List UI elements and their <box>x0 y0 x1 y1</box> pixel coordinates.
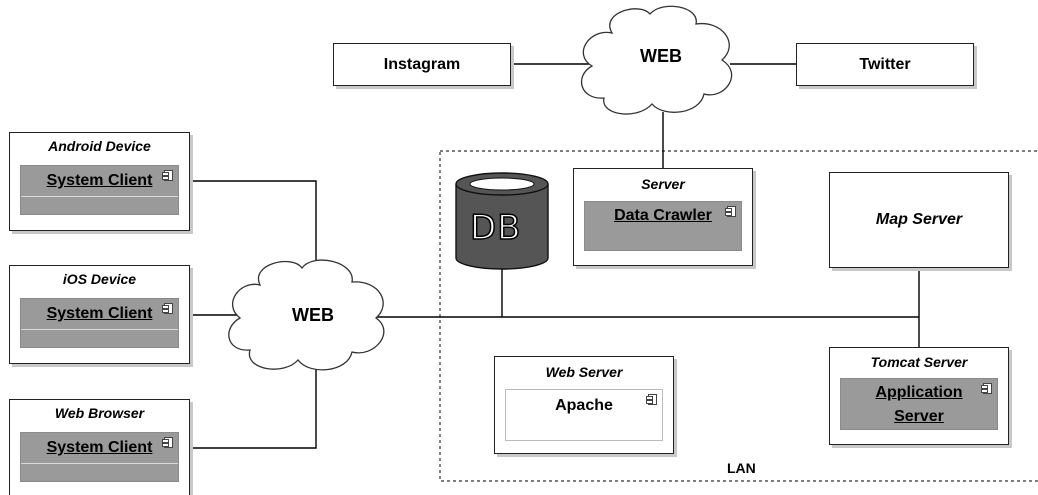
component-icon <box>162 437 173 448</box>
web-cloud-left-label: WEB <box>292 305 334 325</box>
browser-system-client-label: System Client <box>46 439 153 456</box>
data-crawler-label: Data Crawler <box>614 207 712 224</box>
web-server-title: Web Server <box>545 364 623 380</box>
map-server-title: Map Server <box>875 211 963 228</box>
web-server-node: Web Server Apache <box>494 356 674 454</box>
android-device-node: Android Device System Client <box>9 132 190 231</box>
database-label: DB <box>469 207 522 249</box>
web-cloud-top-label: WEB <box>640 46 682 66</box>
cloud-top-shape <box>581 5 733 115</box>
component-divider <box>21 196 178 197</box>
twitter-box: Twitter <box>796 43 974 86</box>
ios-system-client-component: System Client <box>20 298 179 348</box>
lan-label: LAN <box>727 460 756 476</box>
map-server-node: Map Server <box>829 172 1009 268</box>
android-system-client-component: System Client <box>20 165 179 215</box>
apache-component: Apache <box>505 389 663 441</box>
android-device-title: Android Device <box>48 138 151 154</box>
connector-browser-web <box>189 362 317 449</box>
component-icon <box>981 383 992 394</box>
cloud-left-shape <box>228 259 385 371</box>
database-cylinder <box>455 172 549 270</box>
server-title: Server <box>641 176 685 192</box>
connectors <box>189 63 920 449</box>
component-divider <box>21 463 178 464</box>
tomcat-server-title: Tomcat Server <box>870 354 968 370</box>
component-icon <box>162 303 173 314</box>
apache-label: Apache <box>555 397 613 414</box>
web-browser-node: Web Browser System Client <box>9 399 190 495</box>
ios-device-title: iOS Device <box>62 271 137 287</box>
instagram-box: Instagram <box>333 43 511 86</box>
tomcat-server-node: Tomcat Server Application Server <box>829 347 1009 445</box>
server-node: Server Data Crawler <box>573 168 753 266</box>
data-crawler-component: Data Crawler <box>584 201 742 251</box>
application-server-label-line1: Application <box>875 384 963 401</box>
component-divider <box>21 329 178 330</box>
component-icon <box>162 170 173 181</box>
connector-android-web <box>189 180 317 275</box>
application-server-label-line2: Server <box>894 408 944 425</box>
application-server-component: Application Server <box>840 378 998 430</box>
ios-system-client-label: System Client <box>46 305 153 322</box>
component-icon <box>646 394 657 405</box>
browser-system-client-component: System Client <box>20 432 179 482</box>
component-icon <box>725 206 736 217</box>
instagram-label: Instagram <box>383 55 461 73</box>
lan-boundary <box>439 150 1038 482</box>
twitter-label: Twitter <box>859 55 911 73</box>
web-browser-title: Web Browser <box>54 405 145 421</box>
android-system-client-label: System Client <box>46 172 153 189</box>
ios-device-node: iOS Device System Client <box>9 265 190 364</box>
